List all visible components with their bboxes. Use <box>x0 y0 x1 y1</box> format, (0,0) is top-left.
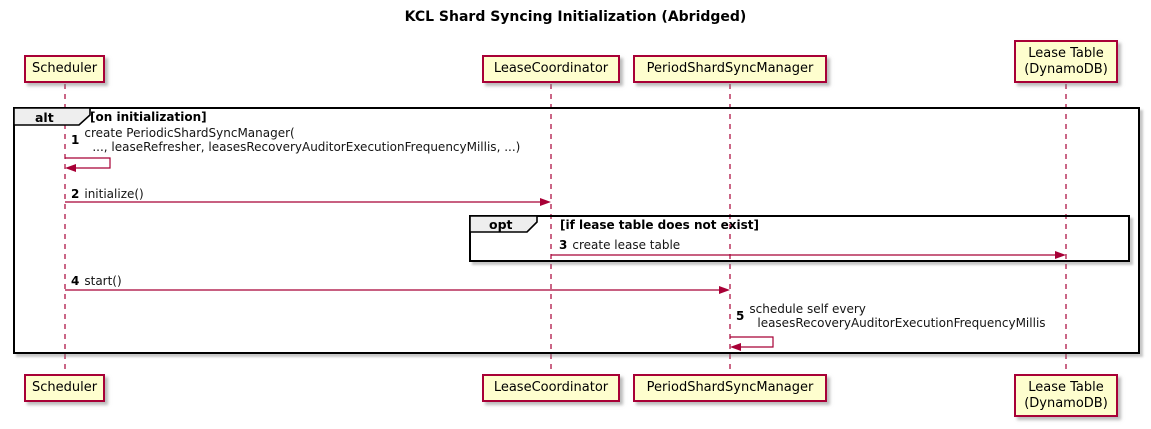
participant-scheduler-bottom: Scheduler <box>24 374 105 402</box>
message-3-number: 3 <box>559 238 568 252</box>
message-1-number: 1 <box>71 133 80 147</box>
message-1-line-1: create PeriodicShardSyncManager( <box>84 126 295 140</box>
participant-lease-coordinator-top: LeaseCoordinator <box>482 55 620 83</box>
message-2-text: initialize() <box>84 187 144 201</box>
message-5-number: 5 <box>736 309 745 323</box>
participant-label: LeaseCoordinator <box>493 380 609 395</box>
participant-lease-coordinator-bottom: LeaseCoordinator <box>482 374 620 402</box>
participant-period-shard-sync-manager-top: PeriodShardSyncManager <box>633 55 827 83</box>
opt-frame-condition: [if lease table does not exist] <box>560 218 760 232</box>
message-4-number: 4 <box>71 274 80 288</box>
message-3-label: 3 create lease table <box>559 238 680 252</box>
message-4-text: start() <box>84 274 122 288</box>
message-5-line-2: leasesRecoveryAuditorExecutionFrequencyM… <box>757 316 1046 330</box>
participant-label-line2: (DynamoDB) <box>1024 395 1108 411</box>
participant-label: Lease Table <box>1028 45 1104 61</box>
participant-label: Scheduler <box>31 380 98 395</box>
participant-scheduler-top: Scheduler <box>24 55 105 83</box>
participant-label: Lease Table <box>1028 379 1104 395</box>
opt-frame-tab <box>469 215 538 233</box>
message-4-label: 4 start() <box>71 274 122 288</box>
message-2-number: 2 <box>71 187 80 201</box>
message-2-label: 2 initialize() <box>71 187 144 201</box>
alt-frame-condition: [on initialization] <box>90 110 207 124</box>
alt-frame-tab <box>13 107 91 126</box>
alt-frame-keyword: alt <box>35 110 54 125</box>
opt-frame-keyword: opt <box>489 217 513 232</box>
message-5-line-1: schedule self every <box>749 302 866 316</box>
participant-label-line2: (DynamoDB) <box>1024 61 1108 77</box>
message-3-text: create lease table <box>572 238 681 252</box>
participant-label: PeriodShardSyncManager <box>646 61 814 76</box>
message-1-line-2: ..., leaseRefresher, leasesRecoveryAudit… <box>92 140 521 154</box>
participant-label: LeaseCoordinator <box>493 61 609 76</box>
participant-lease-table-bottom: Lease Table (DynamoDB) <box>1014 374 1118 417</box>
opt-frame: opt <box>469 215 1130 262</box>
participant-period-shard-sync-manager-bottom: PeriodShardSyncManager <box>633 374 827 402</box>
message-5-label: 5 schedule self every leasesRecoveryAudi… <box>736 302 1046 330</box>
diagram-title: KCL Shard Syncing Initialization (Abridg… <box>404 9 747 25</box>
participant-label: PeriodShardSyncManager <box>646 380 814 395</box>
message-1-label: 1 create PeriodicShardSyncManager( ..., … <box>71 126 520 154</box>
alt-frame: alt <box>13 107 1140 354</box>
participant-lease-table-top: Lease Table (DynamoDB) <box>1014 40 1118 83</box>
participant-label: Scheduler <box>31 61 98 76</box>
